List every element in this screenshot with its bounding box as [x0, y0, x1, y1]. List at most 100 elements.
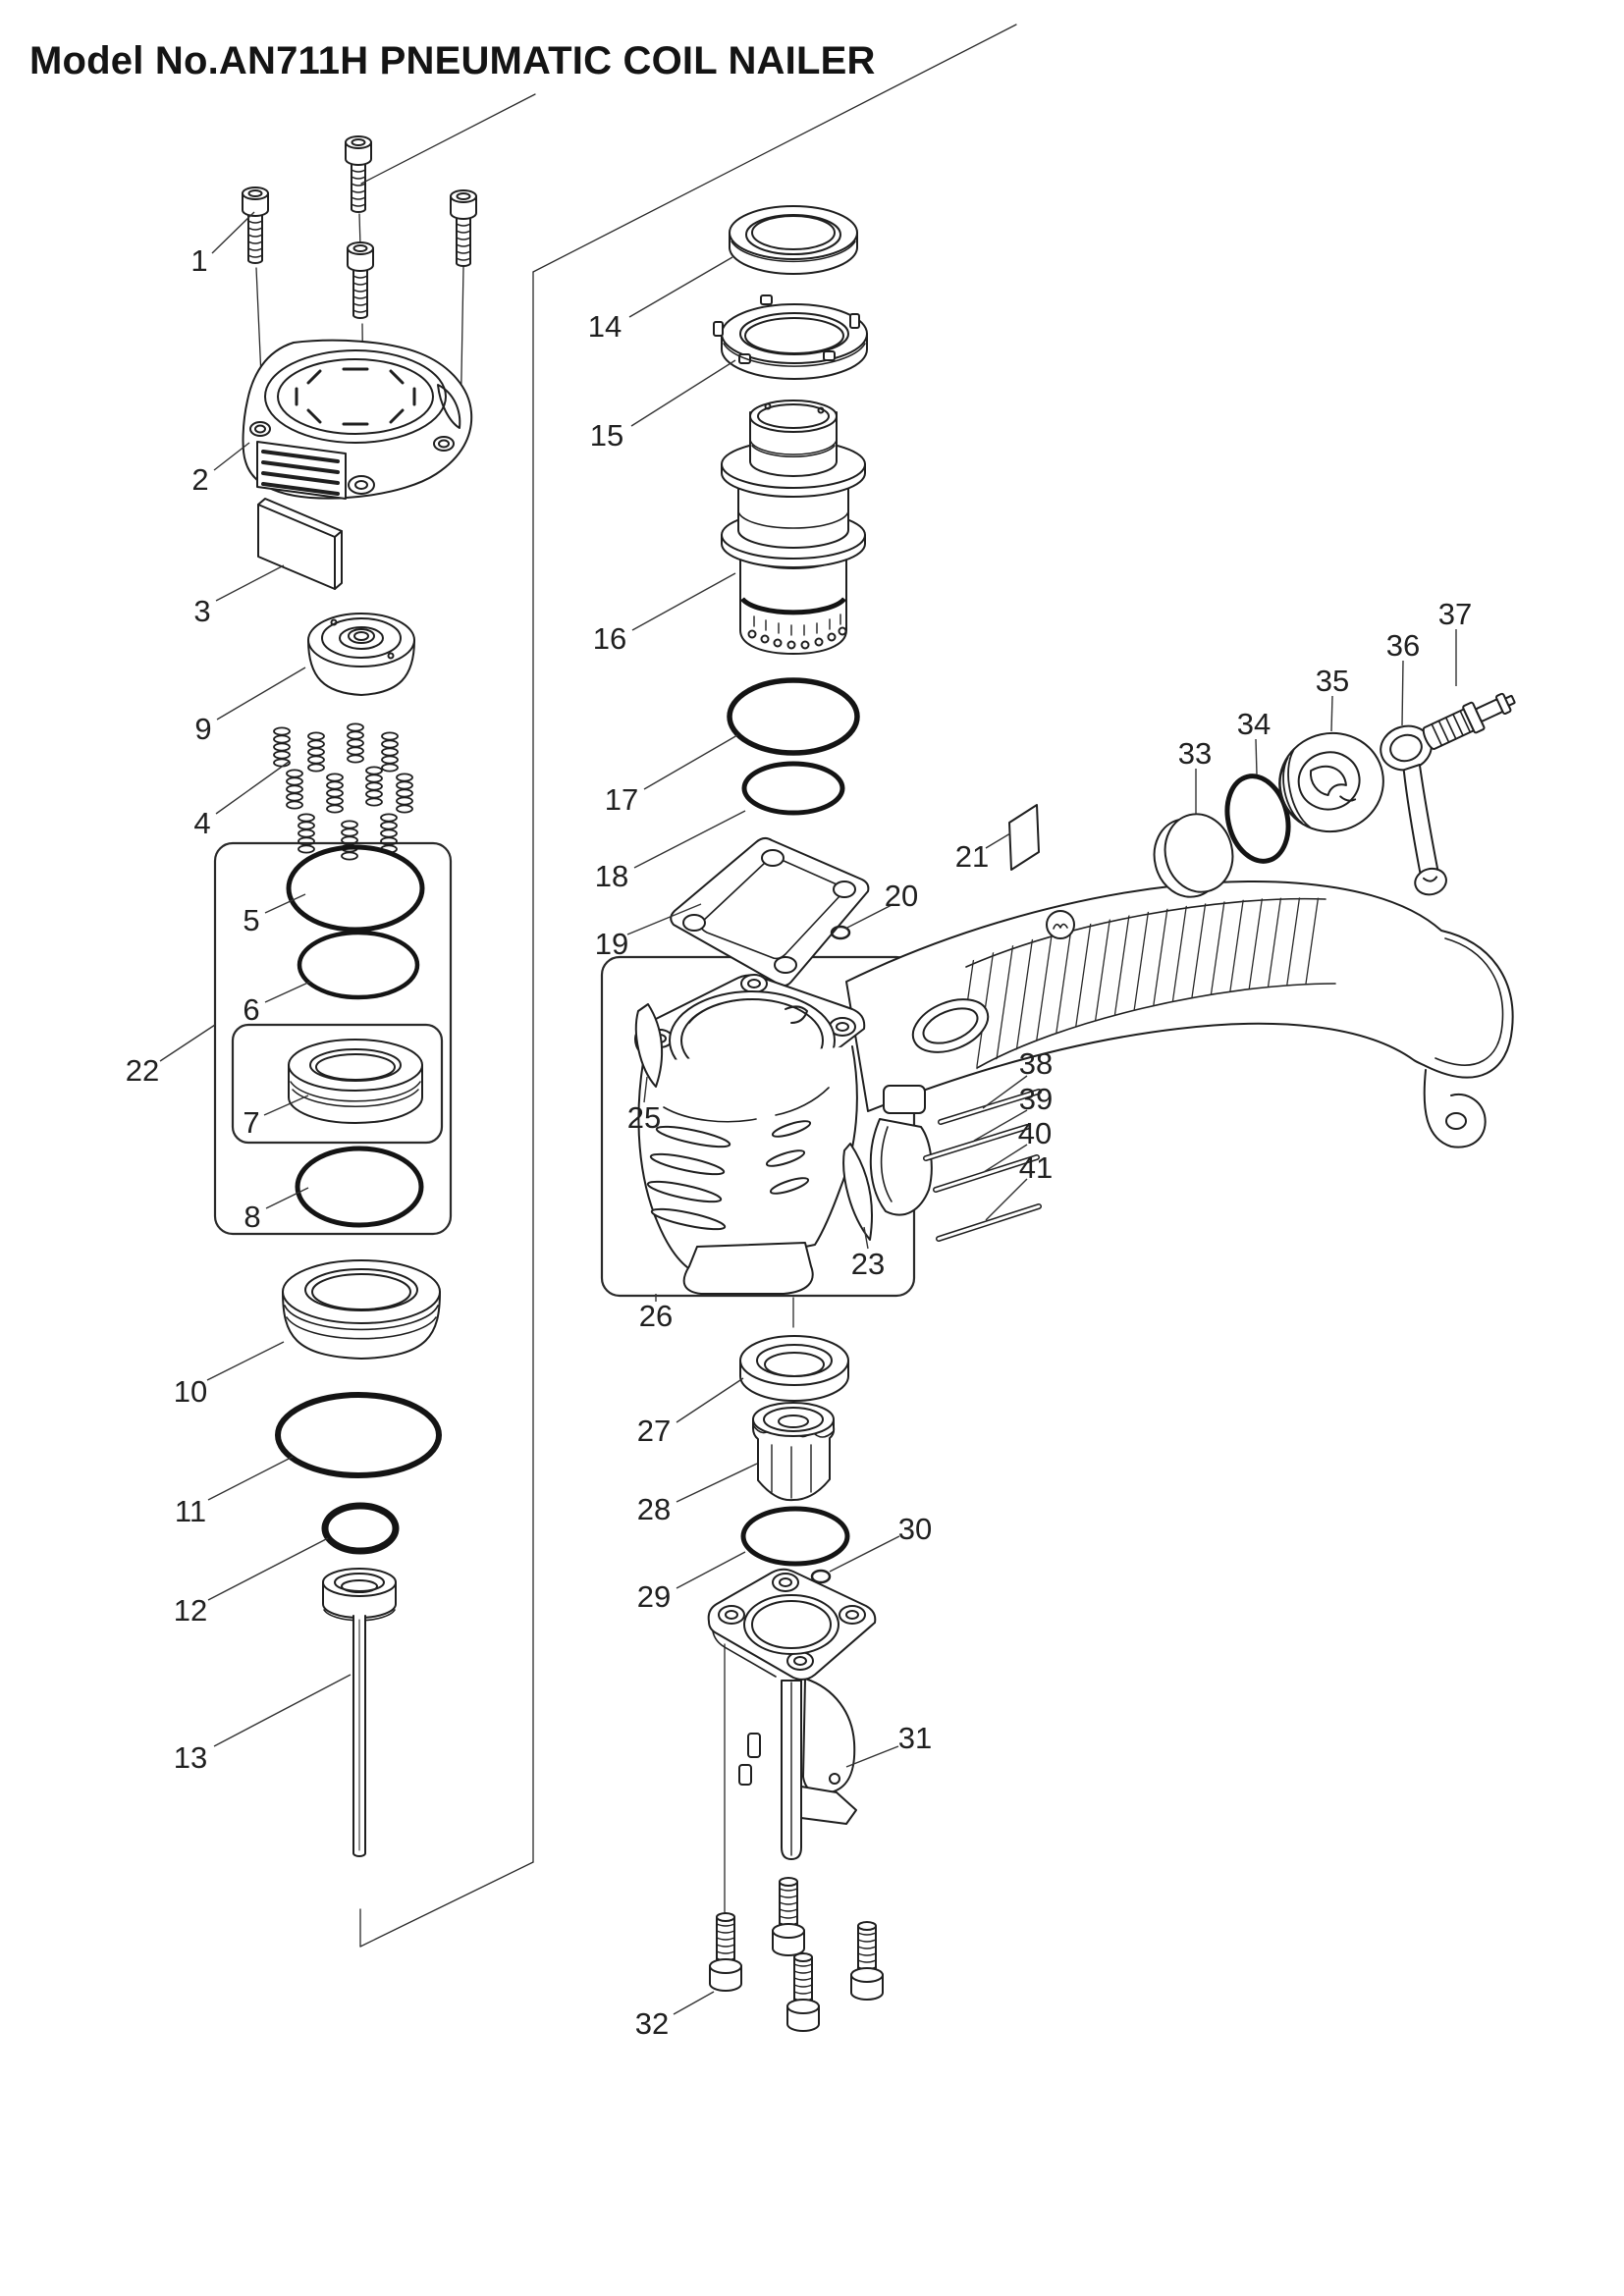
leader-16 — [631, 572, 736, 631]
leader-38 — [982, 1075, 1028, 1109]
part-28-bumper — [752, 1402, 836, 1502]
part-19-gasket — [670, 836, 870, 988]
callout-9: 9 — [194, 712, 211, 746]
callout-11: 11 — [175, 1494, 206, 1528]
leader-5 — [264, 893, 306, 914]
part-4-springs — [273, 722, 413, 861]
leader-27 — [676, 1377, 744, 1423]
group-box-7 — [231, 1023, 444, 1145]
part-13-valve-stem — [322, 1568, 397, 1857]
part-10-cylinder-cap — [282, 1259, 441, 1360]
part-34-o-ring — [1224, 774, 1291, 864]
callout-16: 16 — [593, 621, 626, 656]
leader-31 — [845, 1745, 899, 1768]
callout-7: 7 — [243, 1105, 259, 1140]
callout-40: 40 — [1018, 1116, 1052, 1150]
part-7-valve-ring — [288, 1039, 423, 1124]
part-30-o-ring-small — [810, 1569, 832, 1584]
callout-12: 12 — [174, 1593, 207, 1628]
part-23-valve-plate — [842, 1143, 873, 1241]
callout-10: 10 — [174, 1374, 207, 1409]
part-11-o-ring — [275, 1392, 442, 1478]
callout-6: 6 — [243, 992, 259, 1027]
callout-17: 17 — [605, 782, 638, 817]
part-15-lock-ring — [713, 294, 868, 380]
part-9-head-valve — [307, 613, 415, 696]
callout-25: 25 — [627, 1100, 661, 1135]
callout-3: 3 — [193, 594, 210, 628]
frame-plane-lines — [359, 24, 1017, 1948]
leader-22 — [159, 1024, 216, 1062]
leader-23 — [863, 1226, 869, 1250]
part-18-o-ring — [741, 761, 845, 816]
leader-36 — [1401, 660, 1404, 726]
leader-1 — [211, 211, 255, 254]
leader-15 — [630, 359, 736, 427]
part-6-o-ring — [297, 930, 420, 1000]
part-2-top-cap — [242, 339, 473, 500]
callout-27: 27 — [637, 1414, 671, 1448]
callout-15: 15 — [590, 418, 623, 453]
part-16-cylinder — [721, 400, 866, 655]
part-8-o-ring — [295, 1146, 424, 1228]
callout-34: 34 — [1237, 707, 1271, 741]
leader-11 — [207, 1456, 294, 1501]
leader-32 — [673, 1991, 715, 2015]
leader-35 — [1330, 695, 1333, 732]
part-32-bolts — [709, 1877, 884, 2032]
leader-41 — [985, 1178, 1028, 1221]
callout-19: 19 — [595, 927, 628, 961]
leader-3 — [215, 564, 285, 602]
leader-21 — [985, 832, 1011, 849]
leader-30 — [829, 1535, 900, 1573]
leader-28 — [676, 1463, 758, 1503]
leader-20 — [844, 903, 894, 930]
leader-17 — [643, 734, 738, 790]
callout-29: 29 — [637, 1579, 671, 1614]
part-20-o-ring-small — [830, 925, 851, 940]
part-35-cap-nut — [1278, 731, 1384, 833]
page-title: Model No.AN711H PNEUMATIC COIL NAILER — [29, 39, 876, 82]
parts-38-41-pins — [923, 1089, 1042, 1242]
callout-23: 23 — [851, 1247, 885, 1281]
callout-4: 4 — [193, 806, 210, 840]
leader-8 — [265, 1187, 309, 1209]
leader-39 — [973, 1109, 1028, 1142]
callout-5: 5 — [243, 903, 259, 937]
leader-40 — [983, 1144, 1028, 1173]
leader-6 — [264, 981, 311, 1003]
leader-29 — [676, 1551, 746, 1589]
callout-33: 33 — [1178, 736, 1212, 771]
callout-37: 37 — [1438, 597, 1472, 631]
part-14-seal-ring — [729, 205, 858, 275]
part-5-o-ring — [286, 844, 425, 933]
leader-18 — [633, 810, 746, 869]
callout-2: 2 — [191, 462, 208, 497]
housing-body — [634, 881, 1514, 1295]
part-29-o-ring — [740, 1506, 850, 1567]
part-27-seal-ring — [739, 1335, 849, 1402]
callout-32: 32 — [635, 2006, 669, 2041]
leader-12 — [207, 1537, 329, 1601]
part-36-dust-cap — [1380, 724, 1447, 896]
callout-18: 18 — [595, 859, 628, 893]
callout-14: 14 — [588, 309, 622, 344]
callout-39: 39 — [1019, 1082, 1053, 1116]
leader-4 — [215, 761, 290, 815]
callout-21: 21 — [955, 839, 989, 874]
callout-30: 30 — [898, 1512, 932, 1546]
part-37-air-fitting — [1422, 692, 1516, 750]
callout-36: 36 — [1386, 628, 1420, 663]
callout-26: 26 — [639, 1299, 673, 1333]
leader-7 — [263, 1095, 309, 1116]
leader-13 — [213, 1674, 352, 1747]
leader-2 — [213, 442, 250, 471]
part-17-o-ring — [727, 677, 860, 756]
part-25-valve-plate — [634, 1003, 664, 1088]
part-33-diaphragm — [1153, 813, 1234, 898]
leader-34 — [1255, 738, 1258, 775]
callout-41: 41 — [1019, 1150, 1053, 1185]
callout-13: 13 — [174, 1740, 207, 1775]
callout-28: 28 — [637, 1492, 671, 1526]
